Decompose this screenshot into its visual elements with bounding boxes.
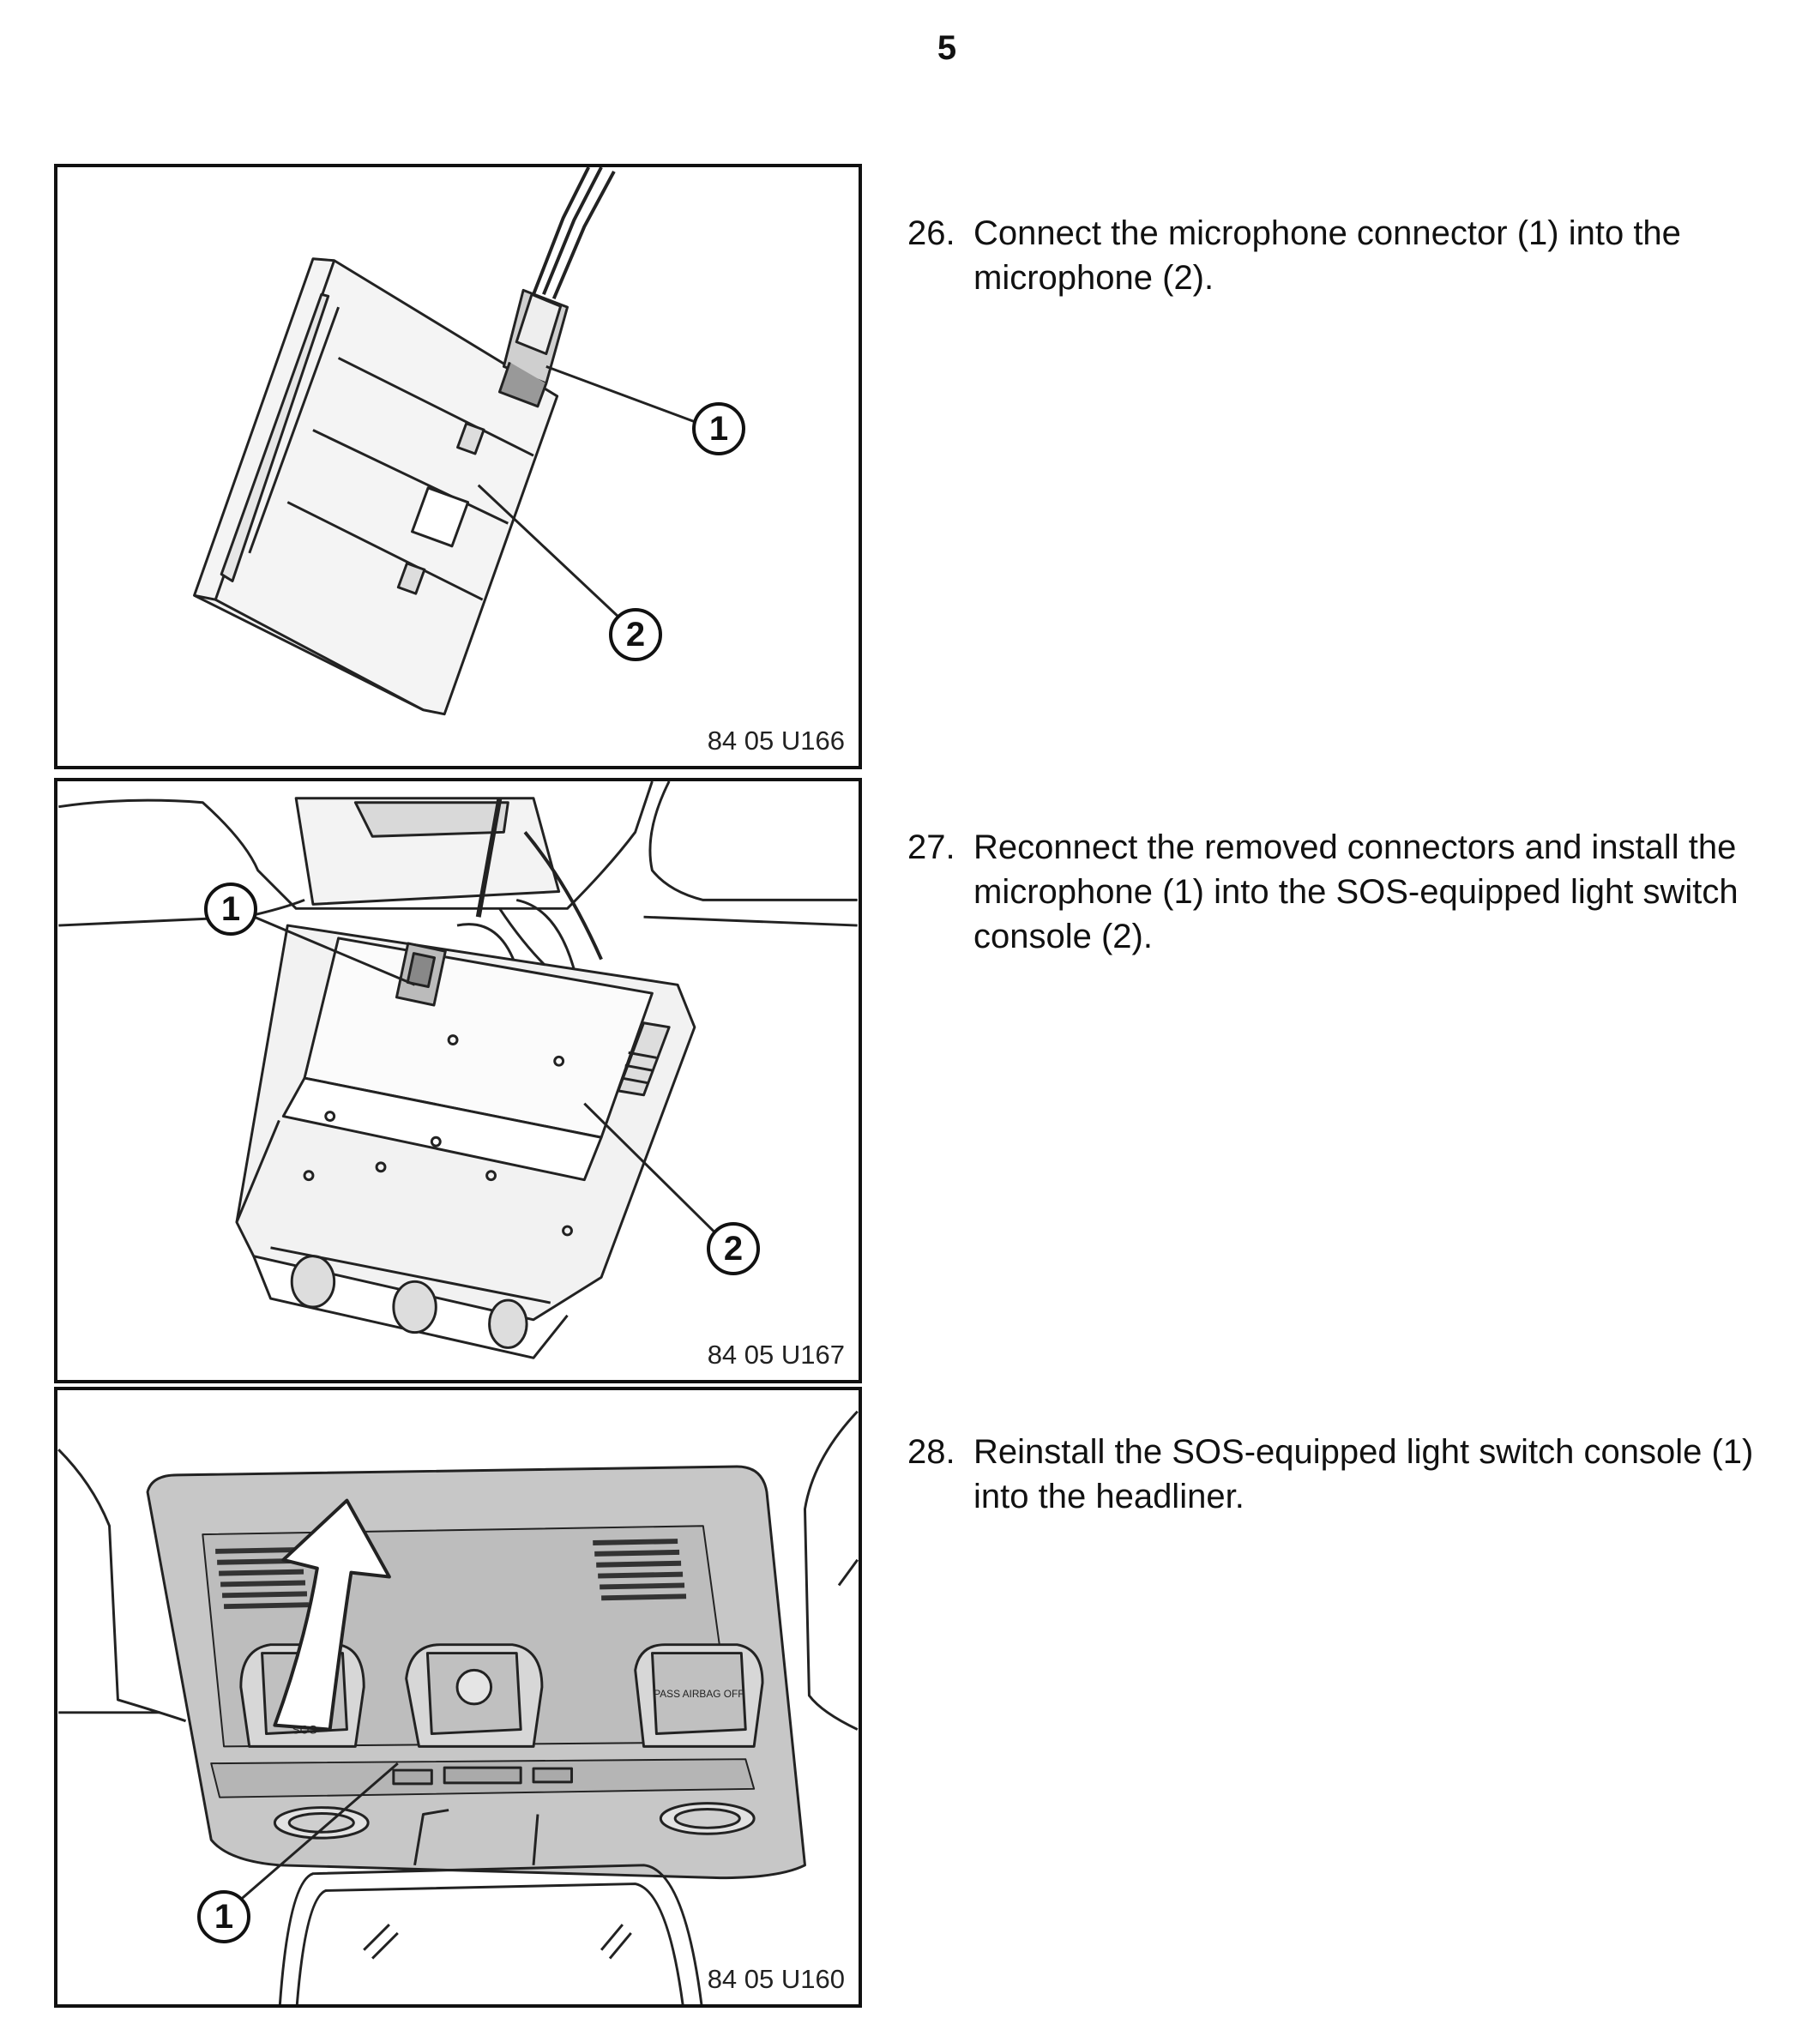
figure-console-into-headliner: SOS PASS AIRBAG OFF 1 84 05 U160 — [54, 1387, 862, 2008]
sos-button-label: SOS — [292, 1723, 316, 1737]
step-26: 26. Connect the microphone connector (1)… — [907, 211, 1808, 300]
figure-console-with-microphone: 1 2 84 05 U167 — [54, 778, 862, 1383]
step-number: 27. — [907, 828, 955, 866]
callout-1: 1 — [197, 1890, 250, 1943]
figure-code: 84 05 U160 — [707, 1964, 845, 1994]
callout-2: 2 — [707, 1222, 760, 1275]
step-text: Reconnect the removed connectors and ins… — [973, 828, 1739, 955]
callout-1: 1 — [692, 402, 745, 455]
figure-microphone-connector: 1 2 84 05 U166 — [54, 164, 862, 769]
console-microphone-illustration — [58, 781, 858, 1359]
step-28: 28. Reinstall the SOS-equipped light swi… — [907, 1430, 1808, 1519]
microphone-connector-illustration — [193, 167, 707, 716]
step-number: 28. — [907, 1433, 955, 1471]
callout-2: 2 — [609, 608, 662, 661]
passenger-airbag-off-label: PASS AIRBAG OFF — [654, 1688, 744, 1700]
console-headliner-illustration: SOS PASS AIRBAG OFF — [57, 1410, 859, 2004]
page-number: 5 — [937, 29, 957, 67]
step-27: 27. Reconnect the removed connectors and… — [907, 825, 1808, 959]
step-text: Connect the microphone connector (1) int… — [973, 214, 1681, 297]
step-number: 26. — [907, 214, 955, 252]
figure-code: 84 05 U166 — [707, 726, 845, 756]
step-text: Reinstall the SOS-equipped light switch … — [973, 1433, 1754, 1515]
figure-code: 84 05 U167 — [707, 1340, 845, 1370]
callout-1: 1 — [204, 882, 257, 936]
